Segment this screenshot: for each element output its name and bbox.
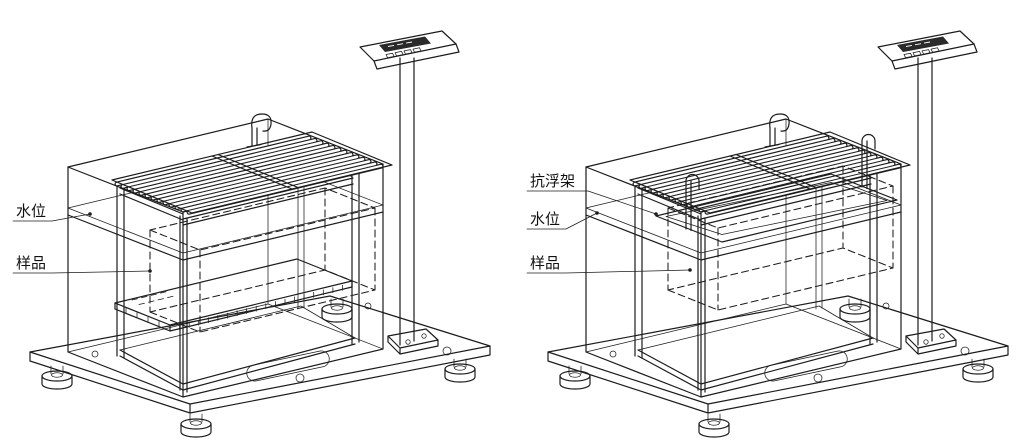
sample-label: 样品 (530, 255, 560, 272)
leader-dot (148, 269, 152, 273)
label-sample: 样品 (12, 255, 152, 274)
shelf-perforation-ticks (179, 284, 343, 331)
shelf-holes (131, 291, 174, 305)
leader-line (526, 269, 691, 274)
leader-line (526, 190, 657, 215)
right-labels: 抗浮架 水位 样品 (526, 173, 692, 274)
figure-right: 抗浮架 水位 样品 (526, 31, 1008, 437)
leader-line (526, 212, 598, 230)
hanger-hooks (685, 133, 876, 190)
label-water-level: 水位 (12, 203, 92, 222)
label-water-level: 水位 (526, 211, 599, 230)
leader-dot (654, 212, 658, 216)
left-labels: 水位 样品 (12, 203, 152, 274)
sample-box (667, 165, 894, 311)
label-antifloat-frame: 抗浮架 (526, 173, 658, 216)
label-sample: 样品 (526, 255, 692, 274)
water-level-label: 水位 (16, 203, 46, 220)
sample-box (149, 187, 376, 333)
leader-line (12, 270, 151, 274)
antifloat-frame-label: 抗浮架 (530, 173, 575, 190)
sample-label: 样品 (16, 255, 46, 272)
water-level-label: 水位 (530, 211, 560, 228)
hanger-rods (685, 140, 868, 232)
antifloat-frame (655, 133, 898, 243)
leader-dot (595, 211, 599, 215)
leader-line (12, 213, 91, 222)
leader-dot (688, 268, 692, 272)
leader-dot (88, 212, 92, 216)
figure-left: 水位 样品 (12, 31, 490, 437)
